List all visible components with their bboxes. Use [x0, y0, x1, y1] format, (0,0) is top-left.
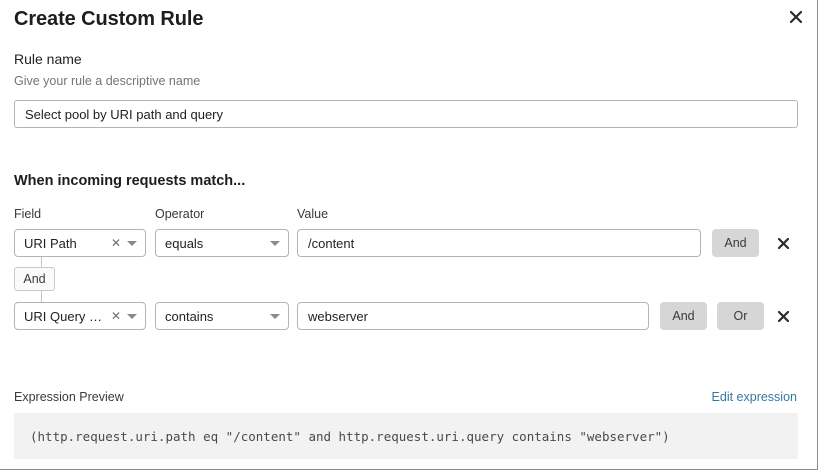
dialog-title: Create Custom Rule	[14, 8, 204, 30]
operator-select-value-row-1: equals	[165, 235, 204, 251]
expression-preview-box: (http.request.uri.path eq "/content" and…	[14, 413, 798, 459]
operator-select-row-2[interactable]: contains	[155, 302, 289, 330]
value-input-row-1[interactable]	[297, 229, 701, 257]
chevron-down-icon	[127, 313, 137, 319]
chevron-down-icon	[270, 313, 280, 319]
column-header-field: Field	[14, 207, 42, 221]
expression-preview-text: (http.request.uri.path eq "/content" and…	[30, 428, 670, 444]
rule-name-help-text: Give your rule a descriptive name	[14, 74, 201, 88]
rule-name-label: Rule name	[14, 51, 82, 67]
value-input-row-2[interactable]	[297, 302, 649, 330]
chevron-down-icon	[127, 240, 137, 246]
field-select-value-row-2: URI Query St...	[24, 308, 109, 324]
condition-connector-and-badge[interactable]: And	[14, 267, 55, 291]
column-header-operator: Operator	[155, 207, 205, 221]
clear-icon[interactable]: ✕	[110, 309, 121, 323]
and-button-row-1[interactable]: And	[712, 229, 759, 257]
or-button-row-2[interactable]: Or	[717, 302, 764, 330]
field-select-value-row-1: URI Path	[24, 235, 77, 251]
rule-name-input[interactable]	[14, 100, 798, 128]
chevron-down-icon	[270, 240, 280, 246]
edit-expression-link[interactable]: Edit expression	[711, 390, 797, 404]
operator-select-row-1[interactable]: equals	[155, 229, 289, 257]
column-header-value: Value	[297, 207, 329, 221]
remove-condition-icon-row-1[interactable]	[773, 229, 793, 257]
and-button-row-2[interactable]: And	[660, 302, 707, 330]
remove-condition-icon-row-2[interactable]	[773, 302, 793, 330]
field-select-row-2[interactable]: URI Query St... ✕	[14, 302, 146, 330]
operator-select-value-row-2: contains	[165, 308, 214, 324]
clear-icon[interactable]: ✕	[110, 236, 121, 250]
field-select-row-1[interactable]: URI Path ✕	[14, 229, 146, 257]
conditions-heading: When incoming requests match...	[14, 173, 246, 189]
expression-preview-label: Expression Preview	[14, 390, 124, 404]
close-icon[interactable]	[786, 7, 806, 27]
